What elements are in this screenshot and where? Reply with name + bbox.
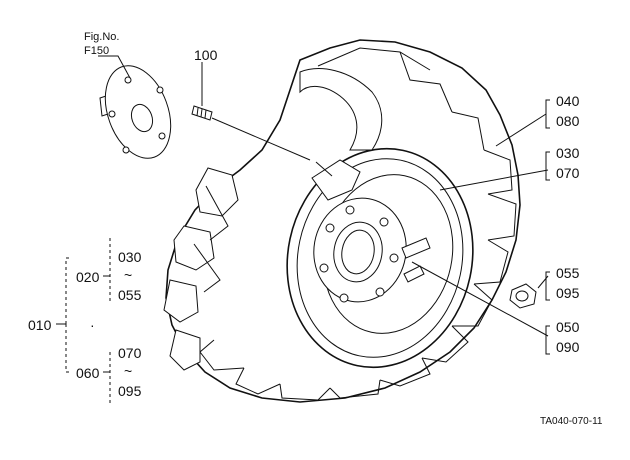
tire-lug	[483, 149, 513, 195]
tree-group2-from: 070	[118, 345, 142, 361]
fig-ref-number: F150	[84, 45, 109, 57]
part-label-090: 090	[556, 339, 580, 355]
part-label-080: 080	[556, 113, 580, 129]
figure-code: TA040-070-11	[540, 416, 603, 427]
tree-group1-from: 030	[118, 249, 142, 265]
part-label-055: 055	[556, 265, 580, 281]
leader-lines	[98, 55, 549, 337]
tree-group2-to: 095	[118, 383, 142, 399]
part-label-070: 070	[556, 165, 580, 181]
tree-group2-label: 060	[76, 365, 100, 381]
tree-group1-to: 055	[118, 287, 142, 303]
label-brackets	[545, 99, 550, 355]
tree-group2-tilde: ~	[124, 363, 132, 379]
fig-ref-title: Fig.No.	[84, 31, 119, 43]
part-label-050: 050	[556, 319, 580, 335]
tree-dot: ·	[90, 317, 95, 333]
part-label-100: 100	[194, 47, 218, 63]
part-label-040: 040	[556, 93, 580, 109]
part-label-030: 030	[556, 145, 580, 161]
wheel-hub	[313, 197, 431, 303]
axle-flange	[99, 65, 172, 159]
valve-stem	[403, 265, 425, 283]
assembly-tree	[56, 238, 111, 404]
wheel-nut	[509, 283, 537, 309]
tree-group1-tilde: ~	[124, 267, 132, 283]
tree-root-label: 010	[28, 317, 52, 333]
part-label-095: 095	[556, 285, 580, 301]
wheel-stud	[191, 105, 213, 121]
tree-group1-label: 020	[76, 269, 100, 285]
rim-flange	[311, 159, 361, 201]
